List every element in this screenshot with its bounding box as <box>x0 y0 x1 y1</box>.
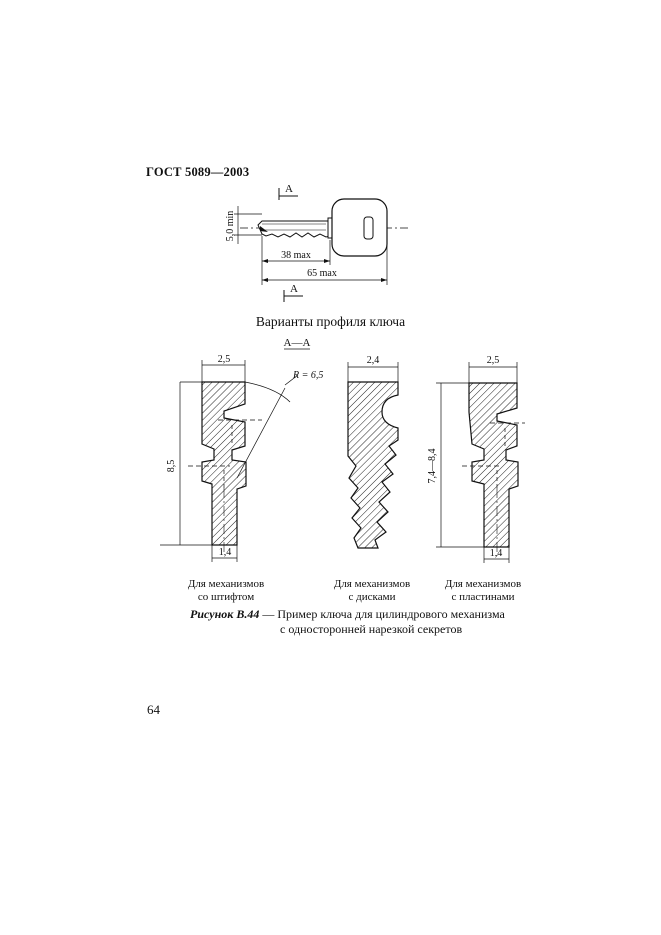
key-bow-hole <box>363 216 374 240</box>
section-marker-bottom: A <box>283 283 303 302</box>
profile-plate: 2,5 7,4—8,4 1,4 <box>427 355 525 563</box>
section-marker-top: A <box>278 183 298 200</box>
caption-pin: Для механизмов со штифтом <box>187 578 265 603</box>
variants-title: Варианты профиля ключа <box>255 314 406 329</box>
section-label-bottom: A <box>290 283 298 295</box>
dim-blade: 38 max <box>261 236 331 285</box>
svg-text:5,0 min: 5,0 min <box>225 211 236 242</box>
svg-text:A—A: A—A <box>284 337 311 349</box>
dim-total: 65 max <box>262 240 388 285</box>
svg-text:65 max: 65 max <box>307 268 337 279</box>
svg-text:38 max: 38 max <box>281 250 311 261</box>
section-aa-label: A—A <box>284 337 311 350</box>
svg-text:2,4: 2,4 <box>367 355 380 366</box>
svg-text:R = 6,5: R = 6,5 <box>292 370 323 381</box>
dim-height: 5,0 min <box>225 206 262 244</box>
svg-text:2,5: 2,5 <box>487 355 500 366</box>
figure-label: Рисунок В.44 <box>190 607 260 621</box>
svg-text:7,4—8,4: 7,4—8,4 <box>427 449 438 484</box>
page-number: 64 <box>147 702 160 717</box>
section-label-top: A <box>285 183 293 195</box>
caption-disc: Для механизмов с дисками <box>333 578 411 603</box>
profile-disc: 2,4 <box>347 355 399 549</box>
standard-header: ГОСТ 5089—2003 <box>146 165 250 179</box>
key-blade <box>257 217 331 238</box>
svg-text:2,5: 2,5 <box>218 354 231 365</box>
profile-pin-tumbler: 2,5 R = 6,5 8,5 1,4 <box>160 354 323 562</box>
svg-text:1,4: 1,4 <box>490 548 503 559</box>
figure-caption: Рисунок В.44 — Пример ключа для цилиндро… <box>190 607 505 636</box>
key-bow <box>331 198 388 257</box>
svg-text:8,5: 8,5 <box>166 460 177 473</box>
caption-plate: Для механизмов с пластинами <box>444 578 522 603</box>
svg-text:1,4: 1,4 <box>219 547 232 558</box>
